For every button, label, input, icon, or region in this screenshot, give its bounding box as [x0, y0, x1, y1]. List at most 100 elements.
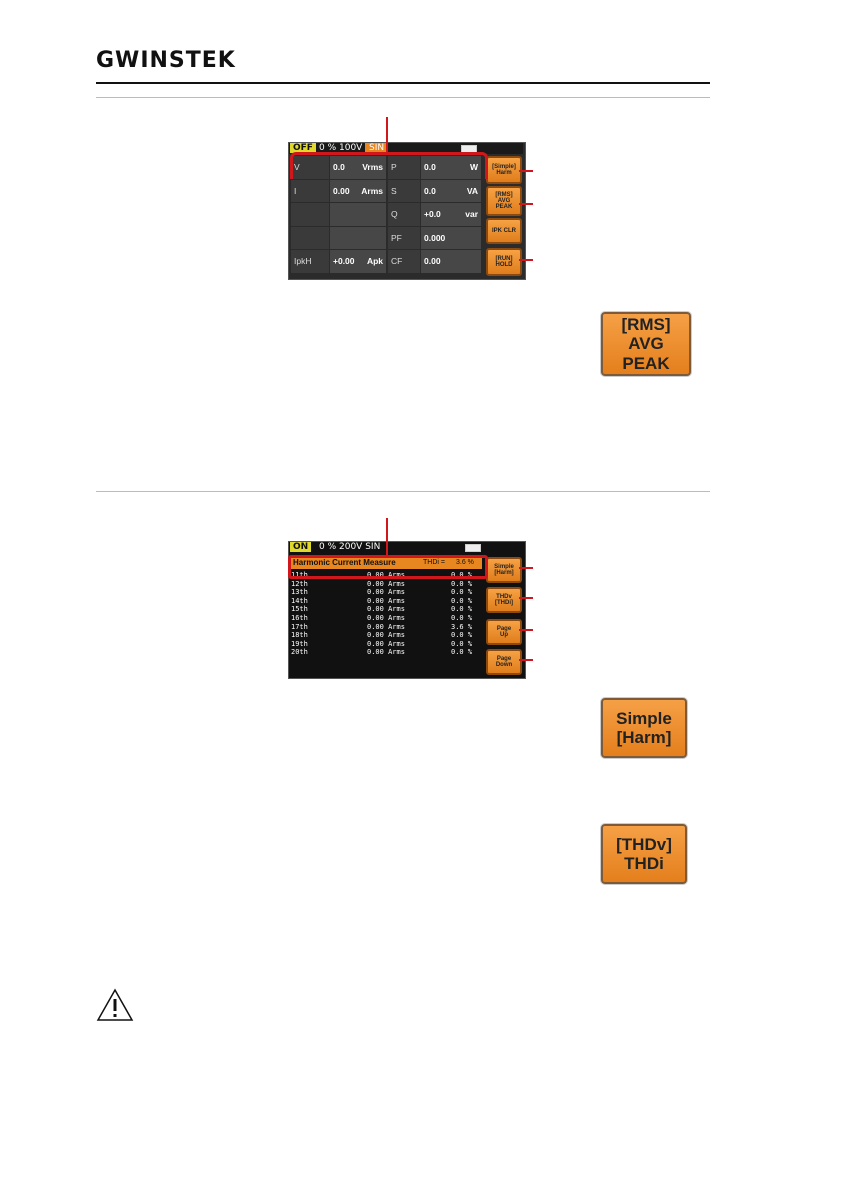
harmonic-value: 0.00 Arms: [367, 613, 405, 622]
harmonic-percent: 3.6 %: [451, 622, 473, 631]
measure-unit: Apk: [358, 250, 386, 273]
callout-line: [386, 518, 388, 556]
status-text: 0 % 100V: [319, 143, 363, 153]
measure-label: CF: [388, 250, 420, 273]
harmonic-row: 20th 0.00 Arms 0.0 %: [291, 648, 483, 657]
measure-value: +0.00: [330, 250, 358, 273]
harmonic-percent: 0.0 %: [451, 588, 473, 597]
harmonic-percent: 0.0 %: [451, 571, 473, 579]
measure-unit: [358, 203, 386, 226]
rms-avg-peak-softkey[interactable]: [RMS] AVG PEAK: [486, 186, 522, 216]
measure-unit: var: [451, 203, 481, 226]
thd-label: THDi =: [423, 559, 445, 566]
simple-harm-key-image: Simple [Harm]: [601, 698, 687, 758]
harmonic-percent: 0.0 %: [451, 639, 473, 648]
measure-label: I: [291, 179, 329, 203]
harmonic-percent: 0.0 %: [451, 613, 473, 622]
measure-label: P: [388, 156, 420, 179]
thd-value: 3.6 %: [456, 559, 474, 566]
harmonic-order: 17th: [291, 622, 308, 631]
harmonic-order: 13th: [291, 588, 308, 597]
harmonic-value: 0.00 Arms: [367, 631, 405, 640]
key-label-line: [Harm]: [616, 728, 672, 747]
measure-unit: [451, 250, 481, 273]
harmonic-order: 15th: [291, 605, 308, 614]
harmonic-order: 14th: [291, 596, 308, 605]
harmonic-order: 19th: [291, 639, 308, 648]
measure-value: [330, 203, 358, 226]
callout-box: [288, 555, 488, 579]
run-hold-softkey[interactable]: [RUN] HOLD: [486, 248, 522, 276]
measure-unit: [358, 226, 386, 250]
callout-tick: [519, 597, 533, 599]
measure-value: 0.0: [421, 156, 451, 179]
output-status-badge: ON: [290, 542, 312, 552]
harmonic-row: 16th 0.00 Arms 0.0 %: [291, 614, 483, 623]
callout-tick: [519, 259, 533, 261]
callout-line: [386, 117, 388, 152]
key-label-line: Simple: [616, 708, 672, 728]
key-label-line: THDi: [624, 854, 664, 873]
callout-bracket: [290, 152, 488, 179]
harmonic-order: 18th: [291, 631, 308, 640]
harmonic-row: 13th 0.00 Arms 0.0 %: [291, 588, 483, 597]
harmonic-percent: 0.0 %: [451, 596, 473, 605]
key-label-line: [THDv]: [616, 834, 672, 854]
header-rule: [96, 82, 710, 84]
ipk-clr-softkey[interactable]: IPK CLR: [486, 218, 522, 244]
harmonic-order: 16th: [291, 613, 308, 622]
output-status-badge: OFF: [290, 143, 316, 153]
measure-value: +0.0: [421, 203, 451, 226]
thdv-thdi-key-image: [THDv] THDi: [601, 824, 687, 884]
measure-unit: Arms: [358, 179, 386, 203]
page-up-softkey[interactable]: Page Up: [486, 619, 522, 645]
harmonic-row: 14th 0.00 Arms 0.0 %: [291, 597, 483, 606]
header-thin-rule: [96, 97, 710, 98]
harmonic-order: 20th: [291, 648, 308, 657]
measure-value: 0.00: [421, 250, 451, 273]
measure-value: 0.000: [421, 226, 451, 250]
measure-unit: Vrms: [358, 156, 386, 179]
measure-label: Q: [388, 203, 420, 226]
measure-label: [291, 226, 329, 250]
measure-value: 0.0: [421, 179, 451, 203]
measure-unit: [451, 226, 481, 250]
harmonic-percent: 0.0 %: [451, 648, 473, 657]
harmonic-percent: 0.0 %: [451, 605, 473, 614]
harmonic-value: 0.00 Arms: [367, 596, 405, 605]
measure-label: S: [388, 179, 420, 203]
measure-value: 0.0: [330, 156, 358, 179]
key-label-line: AVG: [628, 334, 664, 354]
harmonic-percent: 0.0 %: [451, 631, 473, 640]
simple-harm-softkey[interactable]: Simple [Harm]: [486, 557, 522, 583]
battery-icon: [465, 544, 481, 552]
page-down-softkey[interactable]: Page Down: [486, 649, 522, 675]
harmonic-value: 0.00 Arms: [367, 588, 405, 597]
rms-avg-peak-key-image: [RMS] AVG PEAK: [601, 312, 691, 376]
waveform-label: SIN: [365, 143, 389, 153]
key-label-line: [RMS]: [621, 315, 671, 335]
key-label-line: PEAK: [622, 353, 670, 373]
callout-tick: [519, 567, 533, 569]
harmonic-value: 0.00 Arms: [367, 605, 405, 614]
measure-value: [330, 226, 358, 250]
status-text: 0 % 200V SIN: [319, 542, 381, 552]
harmonic-value: 0.00 Arms: [367, 648, 405, 657]
harmonic-value: 0.00 Arms: [367, 579, 405, 588]
callout-tick: [519, 659, 533, 661]
harmonic-row: 15th 0.00 Arms 0.0 %: [291, 605, 483, 614]
harmonic-screen: ON 0 % 200V SIN Harmonic Current Measure…: [288, 541, 526, 679]
section-rule: [96, 491, 710, 492]
harmonic-percent: 0.0 %: [451, 579, 473, 588]
measure-unit: VA: [451, 179, 481, 203]
measure-label: V: [291, 156, 329, 179]
measure-label: IpkH: [291, 250, 329, 273]
thdv-thdi-softkey[interactable]: THDv [THDi]: [486, 587, 522, 613]
measure-label: [291, 203, 329, 226]
harmonic-title: Harmonic Current Measure: [293, 558, 396, 567]
simple-harm-softkey[interactable]: [Simple] Harm: [486, 156, 522, 184]
